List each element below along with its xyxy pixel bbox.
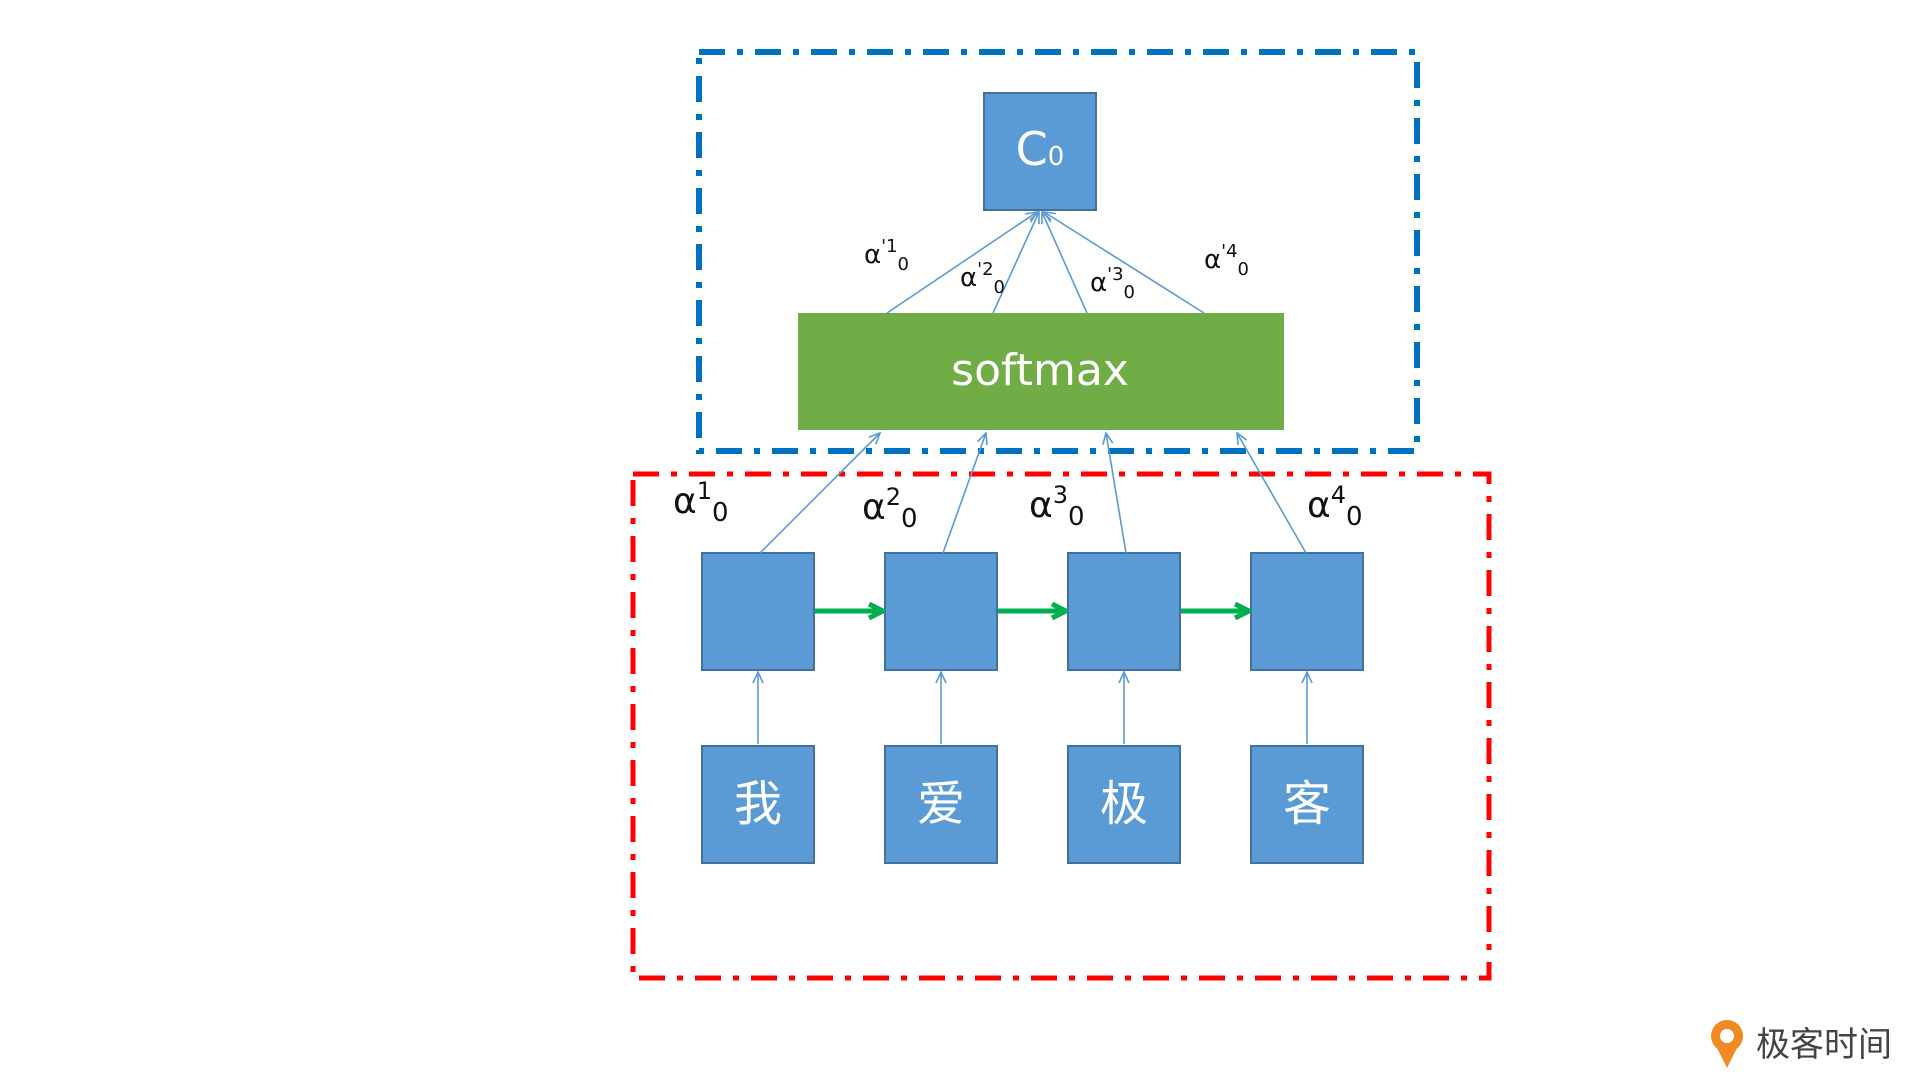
normalized-weight-2: α'20	[960, 259, 1005, 298]
normalized-weight-1: α'10	[864, 236, 909, 275]
attention-weight-4: α40	[1307, 481, 1363, 532]
alpha-symbol: α	[673, 481, 697, 522]
hidden-state-box-1	[701, 552, 815, 671]
weight-sup: 4	[1331, 481, 1346, 509]
alpha-symbol: α	[960, 263, 977, 293]
input-token-box-2	[884, 745, 998, 864]
weight-sub: 0	[1068, 502, 1085, 532]
attention-weight-1: α10	[673, 477, 729, 528]
attention-weight-3: α30	[1029, 481, 1085, 532]
alpha-symbol: α	[862, 487, 886, 528]
alpha-symbol: α	[1090, 268, 1107, 298]
softmax-label: softmax	[951, 345, 1129, 396]
input-token-4: 客	[1283, 776, 1331, 832]
prime-mark: '	[1221, 241, 1226, 262]
weight-sup: 4	[1226, 241, 1237, 262]
normalized-weight-3: α'30	[1090, 264, 1135, 303]
hidden-state-box-2	[884, 552, 998, 671]
context-vector-box	[983, 92, 1097, 211]
weight-sup: 2	[982, 259, 993, 280]
weight-sub: 0	[1346, 502, 1363, 532]
attention-region-border	[696, 49, 1420, 454]
alpha-symbol: α	[1307, 485, 1331, 526]
alpha-symbol: α	[1029, 485, 1053, 526]
context-letter: C	[1016, 122, 1048, 176]
prime-mark: '	[1107, 264, 1112, 285]
softmax-to-context-arrow-3	[1041, 210, 1088, 314]
prime-mark: '	[881, 236, 886, 257]
input-token-2: 爱	[917, 776, 965, 832]
softmax-to-context-arrow-1	[886, 210, 1039, 314]
input-token-box-3	[1067, 745, 1181, 864]
context-vector-label: C0	[1016, 122, 1065, 176]
geektime-logo: 极客时间	[1711, 1020, 1892, 1068]
weight-sup: 1	[697, 477, 712, 505]
weight-sup: 1	[886, 236, 897, 257]
geektime-logo-icon	[1711, 1020, 1743, 1068]
hidden-to-softmax-arrow-1	[759, 431, 882, 554]
hidden-state-box-4	[1250, 552, 1364, 671]
weight-sub: 0	[712, 498, 729, 528]
hidden-to-softmax-arrow-3	[1102, 431, 1127, 554]
hidden-to-softmax-arrow-2	[942, 431, 988, 554]
attention-weight-2: α20	[862, 483, 918, 534]
weight-sub: 0	[1238, 259, 1249, 280]
weight-sup: 2	[886, 483, 901, 511]
weight-sub: 0	[901, 504, 918, 534]
weight-sub: 0	[898, 254, 909, 275]
geektime-logo-text: 极客时间	[1756, 1025, 1892, 1065]
hidden-to-softmax-arrow-4	[1236, 431, 1307, 554]
context-subscript: 0	[1048, 142, 1065, 172]
weight-sup: 3	[1112, 264, 1123, 285]
weight-sup: 3	[1053, 481, 1068, 509]
softmax-to-context-arrow-2	[992, 210, 1040, 314]
alpha-symbol: α	[1204, 245, 1221, 275]
input-token-box-1	[701, 745, 815, 864]
weight-sub: 0	[1124, 282, 1135, 303]
softmax-block	[798, 313, 1284, 430]
alpha-symbol: α	[864, 240, 881, 270]
encoder-region-border	[630, 471, 1492, 981]
input-token-box-4	[1250, 745, 1364, 864]
input-token-3: 极	[1100, 776, 1148, 832]
weight-sub: 0	[994, 277, 1005, 298]
softmax-to-context-arrow-4	[1042, 210, 1205, 314]
hidden-state-box-3	[1067, 552, 1181, 671]
prime-mark: '	[977, 259, 982, 280]
normalized-weight-4: α'40	[1204, 241, 1249, 280]
input-token-1: 我	[734, 776, 782, 832]
